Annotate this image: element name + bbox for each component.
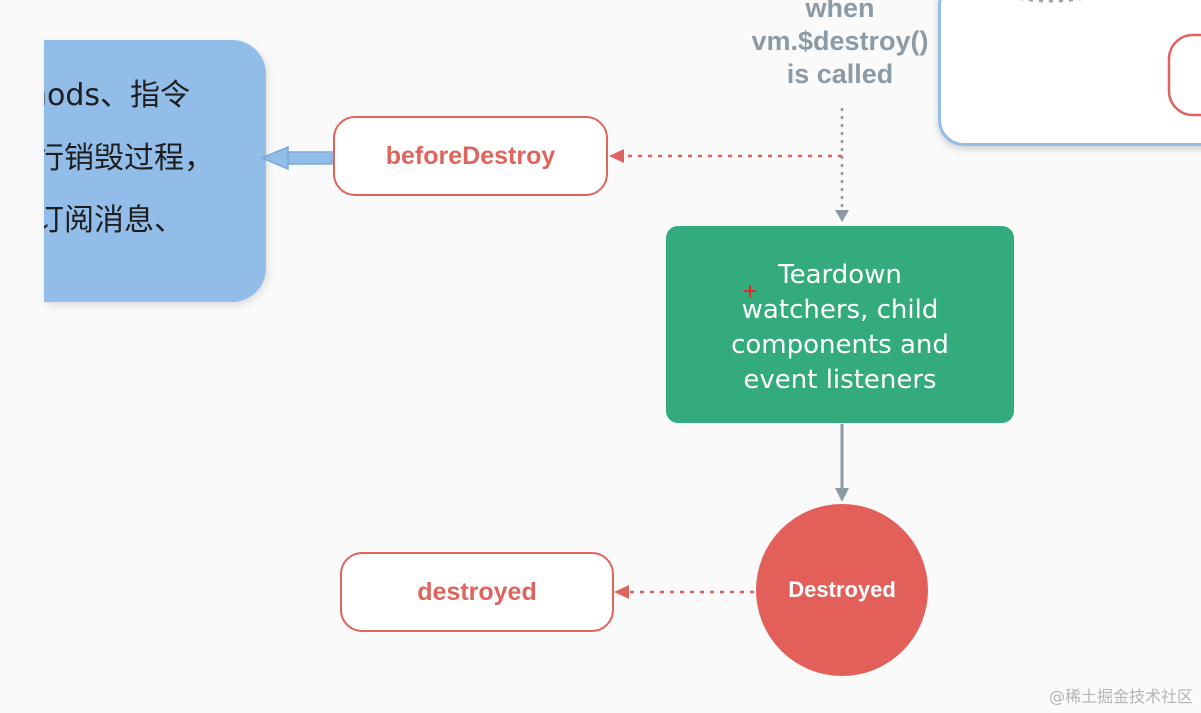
teardown-step: Teardown watchers, child components and …	[666, 226, 1014, 423]
teardown-to-destroyed-arrow	[835, 424, 849, 502]
created-state-panel	[938, 0, 1201, 146]
destroyed-state-node: Destroyed	[756, 504, 928, 676]
before-destroy-connector	[609, 149, 842, 163]
note-line-2: 行销毁过程，	[44, 141, 214, 176]
destroyed-connector	[614, 585, 754, 599]
watermark: @稀土掘金技术社区	[1048, 687, 1193, 706]
clipped-hook-box	[1167, 33, 1201, 117]
annotation-note: hods、指令 行销毁过程， 订阅消息、	[44, 40, 266, 302]
dashed-arc	[1019, 0, 1083, 3]
teardown-line-3: components and	[731, 330, 949, 360]
note-arrow	[260, 145, 333, 171]
panel-decorations	[1019, 0, 1201, 117]
teardown-line-2: watchers, child	[741, 295, 939, 325]
destroyed-hook: destroyed	[340, 552, 614, 632]
crosshair-cursor-icon	[744, 285, 756, 297]
trigger-line-3: is called	[786, 59, 894, 89]
trigger-line-1: when	[805, 0, 875, 23]
before-destroy-hook: beforeDestroy	[333, 116, 608, 196]
trigger-connector	[835, 108, 849, 222]
note-line-1: hods、指令	[44, 78, 191, 113]
trigger-label: when vm.$destroy() is called	[720, 0, 960, 91]
teardown-line-4: event listeners	[743, 365, 937, 395]
note-line-3: 订阅消息、	[44, 203, 184, 238]
teardown-line-1: Teardown	[778, 260, 902, 290]
trigger-line-2: vm.$destroy()	[751, 26, 929, 56]
